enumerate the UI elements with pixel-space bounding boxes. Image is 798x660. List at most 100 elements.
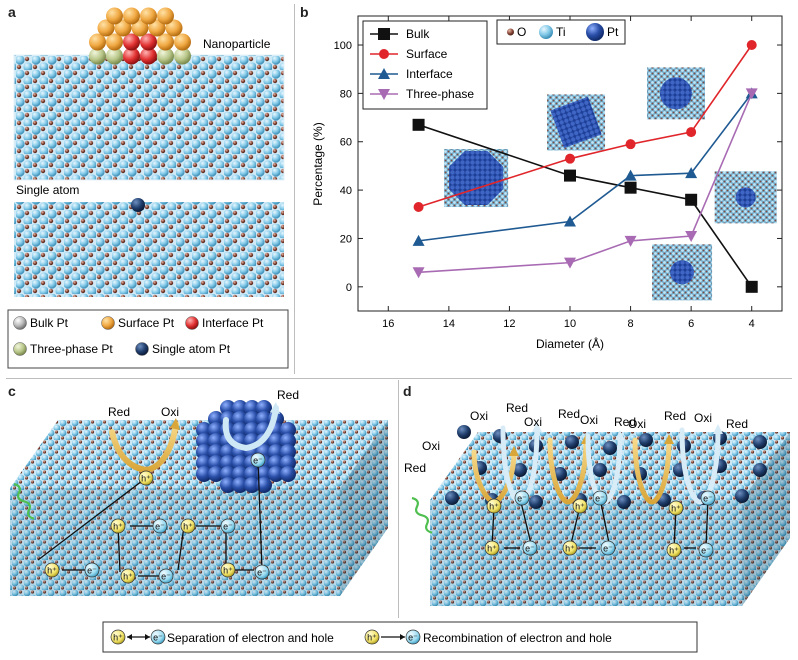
panel-d-oxi-label: Oxi xyxy=(470,409,488,423)
slab-c-side-face xyxy=(340,420,388,596)
pt-atom xyxy=(123,47,140,65)
pt-atom xyxy=(157,7,174,25)
pt-atom xyxy=(140,47,157,65)
pt-atom xyxy=(196,455,212,471)
panel-a-nanoparticle-slab xyxy=(13,54,285,181)
electron-icon: e⁻ xyxy=(158,568,174,584)
arrow-head xyxy=(145,634,150,640)
legend-swatch-interface-pt xyxy=(185,316,199,330)
svg-text:e⁻: e⁻ xyxy=(525,544,535,554)
svg-text:h⁺: h⁺ xyxy=(489,502,499,512)
x-tick-label: 4 xyxy=(749,318,755,330)
pt-atom xyxy=(220,466,236,482)
arrow-head xyxy=(127,634,132,640)
svg-text:h⁺: h⁺ xyxy=(141,474,151,484)
pt-atom xyxy=(208,433,224,449)
pt-atom xyxy=(106,33,123,51)
single-atom-pt xyxy=(445,491,459,505)
atom-swatch-ti xyxy=(539,25,553,39)
panel-d-red-label: Red xyxy=(726,417,748,431)
separation-link xyxy=(177,525,185,571)
svg-text:e⁻: e⁻ xyxy=(257,568,267,578)
pt-atom xyxy=(208,455,224,471)
hole-icon: h⁺ xyxy=(220,562,236,578)
single-atom-pt xyxy=(457,425,471,439)
pt-atom xyxy=(208,466,224,482)
svg-text:e⁻: e⁻ xyxy=(517,494,527,504)
panel-a-letter: a xyxy=(8,4,16,20)
pt-atom xyxy=(232,466,248,482)
electron-icon: e⁻ xyxy=(600,540,616,556)
panel-c-np-oxi-label: Oxi xyxy=(218,389,236,403)
svg-text:h⁺: h⁺ xyxy=(183,522,193,532)
data-point xyxy=(412,118,425,131)
pt-atom xyxy=(232,477,248,493)
hole-icon: h⁺ xyxy=(484,540,500,556)
pt-atom xyxy=(280,455,296,471)
hole-icon: h⁺ xyxy=(110,629,126,645)
y-tick-label: 100 xyxy=(334,40,352,52)
single-atom-pt xyxy=(753,463,767,477)
hole-icon: h⁺ xyxy=(180,518,196,534)
pt-particle xyxy=(670,260,695,285)
svg-text:e⁻: e⁻ xyxy=(87,566,97,576)
electron-icon: e⁻ xyxy=(152,518,168,534)
panel-d-oxi-label: Oxi xyxy=(580,413,598,427)
legend-label-interface-pt: Interface Pt xyxy=(202,316,264,330)
slab-d-top-face xyxy=(430,432,790,500)
pt-atom xyxy=(280,422,296,438)
hole-icon: h⁺ xyxy=(120,568,136,584)
svg-text:h⁺: h⁺ xyxy=(223,566,233,576)
panel-b-letter: b xyxy=(300,4,309,20)
x-tick-label: 16 xyxy=(382,318,394,330)
pt-atom xyxy=(165,19,183,37)
y-tick-label: 40 xyxy=(340,185,352,197)
svg-text:e⁻: e⁻ xyxy=(703,494,713,504)
pt-atom xyxy=(196,444,212,460)
legend-swatch-bulk-pt xyxy=(13,316,27,330)
legend-label: Surface xyxy=(406,47,448,61)
pt-atom xyxy=(256,466,272,482)
pt-atom xyxy=(268,444,284,460)
svg-text:e⁻: e⁻ xyxy=(701,546,711,556)
arrow-head xyxy=(713,424,723,434)
vertical-divider-bottom xyxy=(398,380,399,618)
pt-atom xyxy=(106,47,123,65)
y-tick-label: 80 xyxy=(340,88,352,100)
panel-c-carriers: h⁺e⁻h⁺e⁻h⁺e⁻h⁺e⁻h⁺e⁻h⁺e⁻ xyxy=(37,452,270,584)
separation-link xyxy=(705,497,709,549)
pt-atom xyxy=(244,477,260,493)
vertical-divider-top xyxy=(294,4,295,374)
data-point xyxy=(685,167,698,179)
single-atom-pt xyxy=(753,435,767,449)
atom-label-ti: Ti xyxy=(556,25,566,39)
svg-text:h⁺: h⁺ xyxy=(565,544,575,554)
tio2-slab-single-atom xyxy=(14,202,284,297)
panel-d-red-label: Red xyxy=(614,415,636,429)
single-atom-pt xyxy=(131,198,145,212)
panel-d-letter: d xyxy=(403,383,412,399)
legend-label-three-phase-pt: Three-phase Pt xyxy=(30,342,113,356)
pt-nanoparticle-c xyxy=(196,400,296,493)
electron-icon: e⁻ xyxy=(405,629,421,645)
panel-d-carriers: h⁺e⁻h⁺e⁻h⁺e⁻h⁺e⁻h⁺e⁻h⁺e⁻ xyxy=(484,490,716,558)
pt-atom xyxy=(244,400,260,416)
single-atom-pt xyxy=(565,435,579,449)
pt-particle xyxy=(735,187,756,208)
pt-atom xyxy=(123,7,140,25)
data-point xyxy=(745,88,758,100)
panel-c-red-label: Red xyxy=(108,405,130,419)
legend-label-single-atom-pt: Single atom Pt xyxy=(152,342,231,356)
pt-atom xyxy=(114,19,132,37)
pt-atom xyxy=(196,466,212,482)
legend-label: Interface xyxy=(406,67,453,81)
pt-atom xyxy=(256,477,272,493)
data-point xyxy=(412,234,425,246)
legend-swatch-single-atom-pt xyxy=(135,342,149,356)
legend-label: Three-phase xyxy=(406,87,474,101)
single-atom-pt xyxy=(513,463,527,477)
pt-atom xyxy=(244,422,260,438)
svg-text:e⁻: e⁻ xyxy=(153,633,163,643)
pt-atom xyxy=(140,7,157,25)
data-point xyxy=(625,139,636,150)
